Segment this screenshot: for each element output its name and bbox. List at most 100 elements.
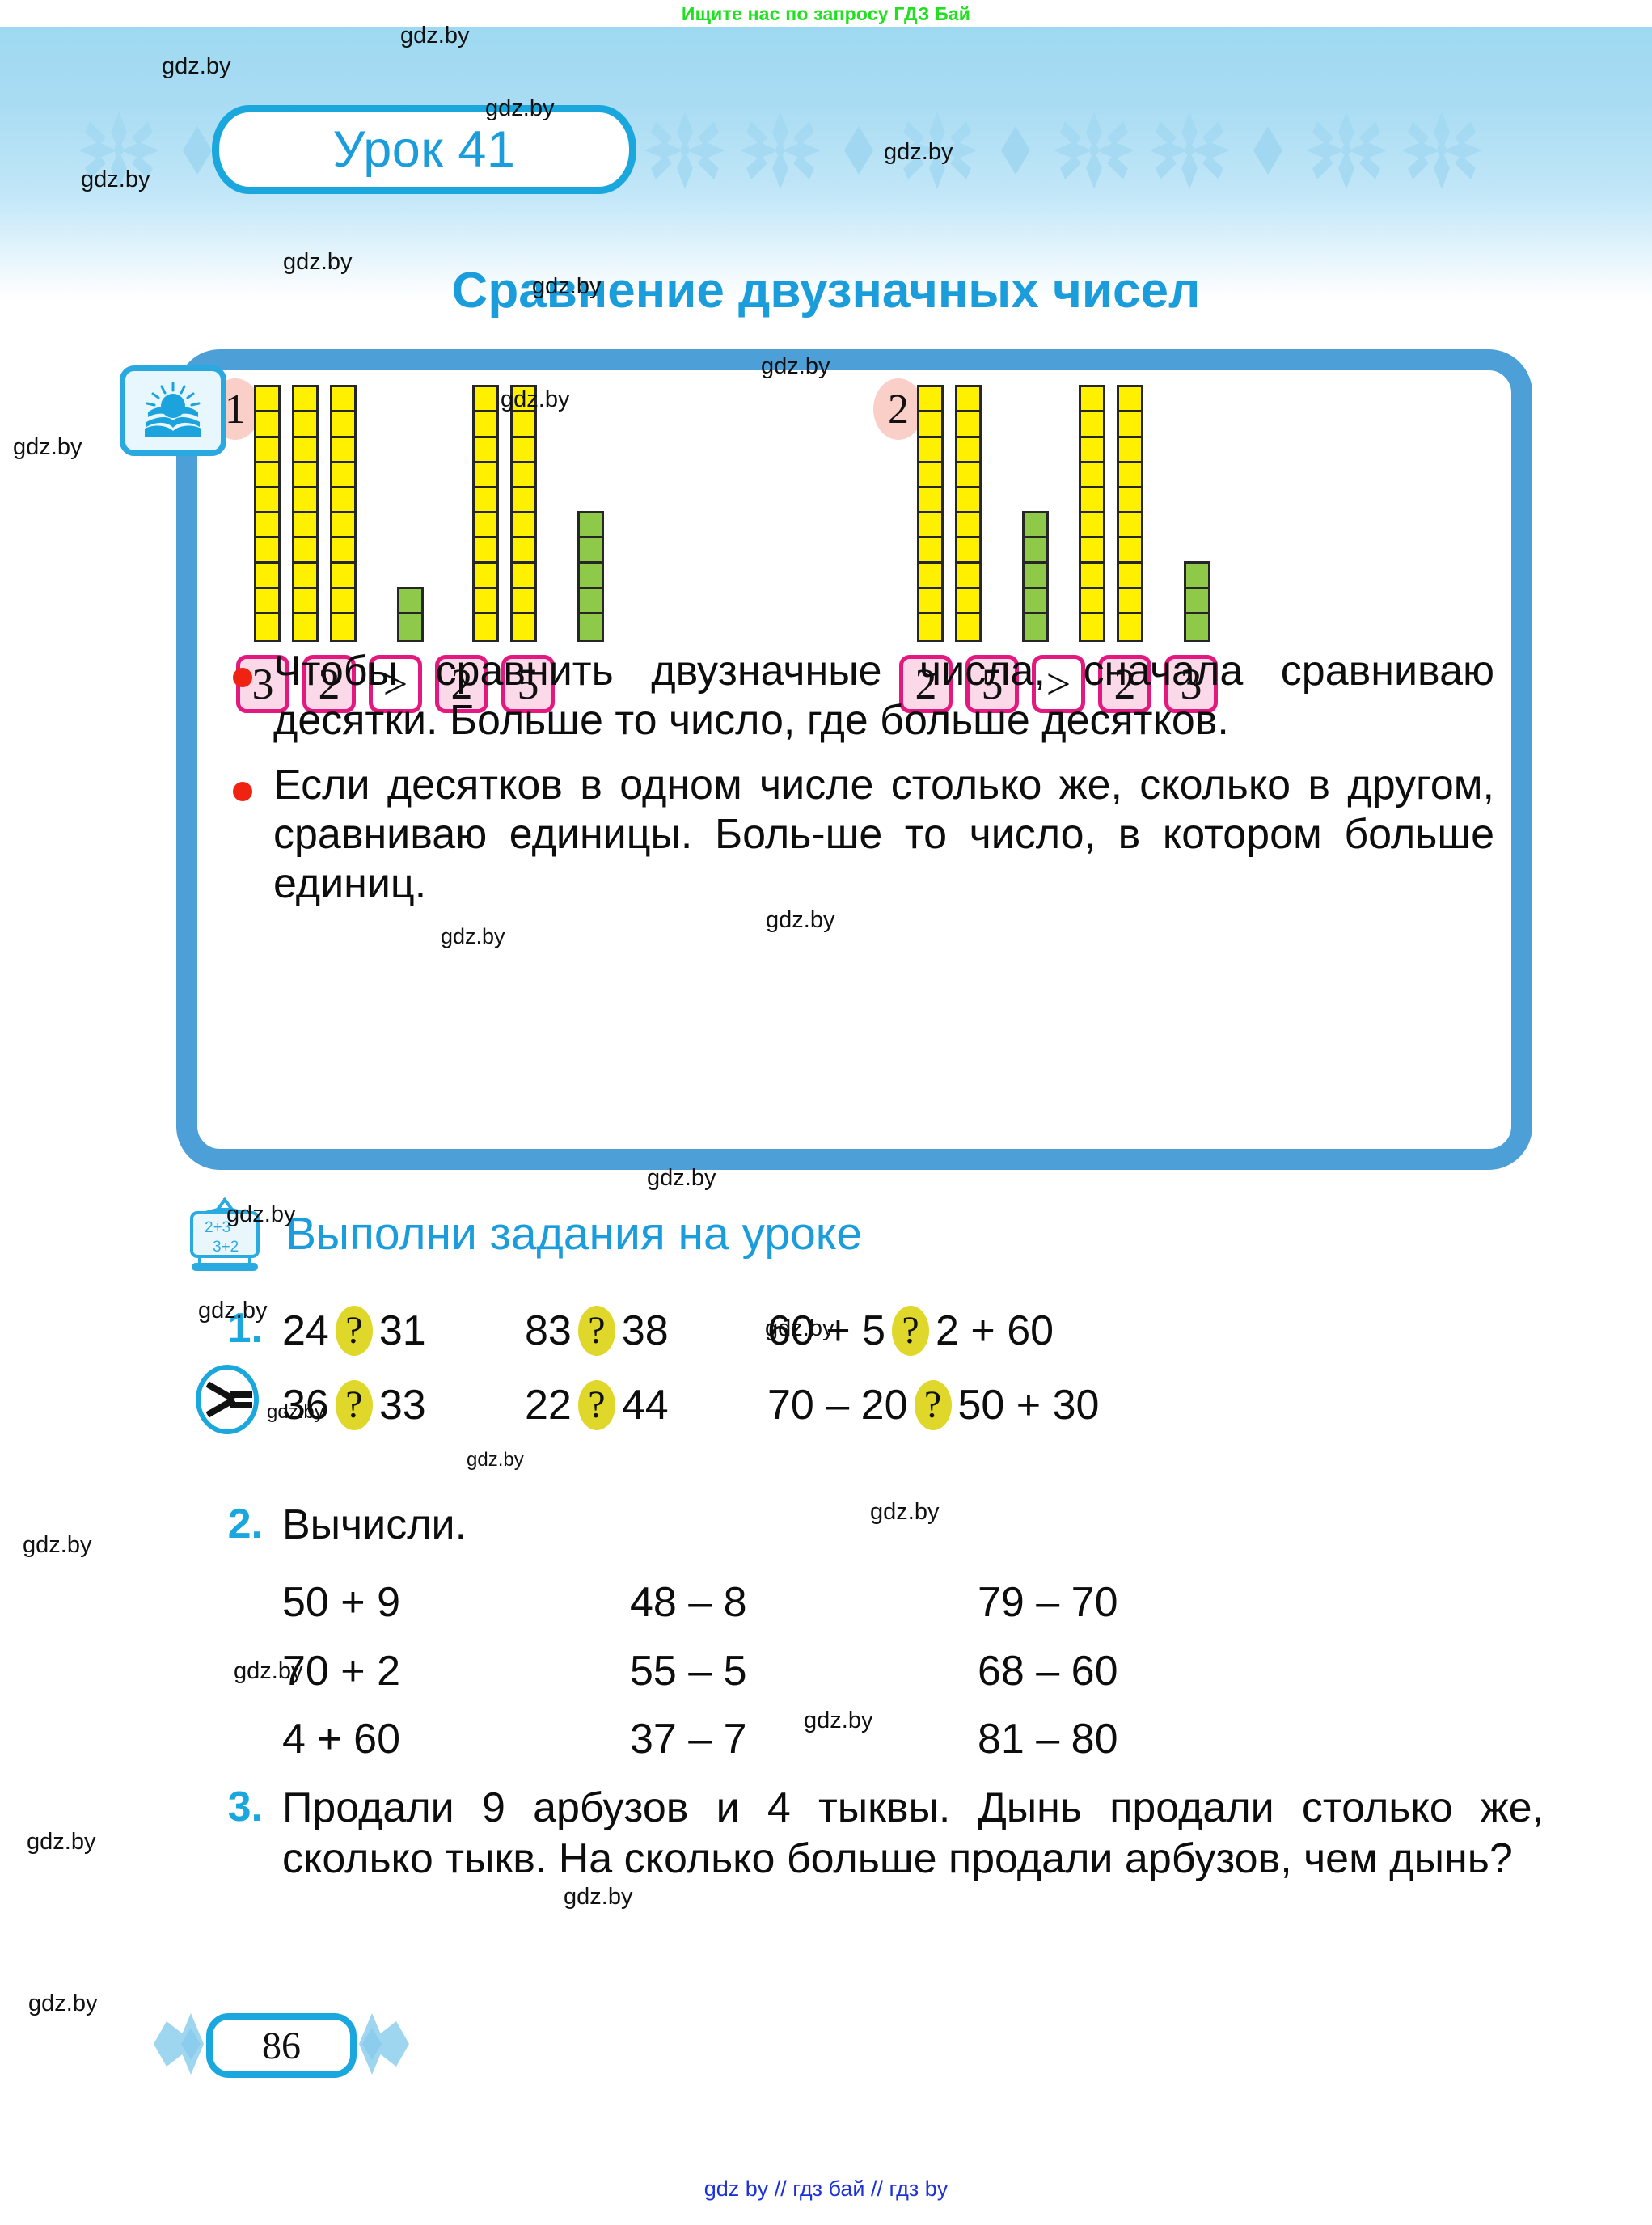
book-sunrise-icon: [120, 365, 226, 456]
blackboard-icon: 2+3 3+2: [182, 1197, 268, 1271]
compare-left-expression: 60 + 5: [767, 1307, 886, 1354]
question-mark-badge[interactable]: ?: [892, 1306, 930, 1356]
block-cell: [1081, 564, 1103, 589]
block-cell: [475, 412, 496, 438]
block-cell: [1186, 614, 1208, 640]
comparison-sign-tile: >: [369, 655, 422, 713]
block-cell: [256, 538, 278, 564]
block-cell: [475, 564, 496, 589]
block-cell: [919, 589, 941, 614]
compare-right-expression: 33: [378, 1381, 426, 1429]
block-cell: [332, 387, 354, 413]
block-cell: [1119, 564, 1141, 589]
block-cell: [256, 614, 278, 640]
block-cell: [957, 564, 979, 589]
ornament-motif-icon: [77, 110, 161, 195]
ornament-motif-icon: [1400, 110, 1484, 195]
compare-left-expression: 24: [282, 1307, 329, 1354]
question-mark-badge[interactable]: ?: [335, 1306, 373, 1356]
block-cell: [513, 513, 534, 539]
page-title: Сравнение двузначных чисел: [0, 262, 1652, 319]
tens-rod: [330, 385, 357, 642]
rule-bullets: Чтобы сравнить двузначные числа, сначала…: [233, 647, 1494, 924]
block-cell: [580, 564, 602, 589]
task-1-number: 1.: [227, 1305, 263, 1352]
compare-row: 36 ? 33 22 ? 44 70 – 20 ? 50 + 30: [282, 1378, 1156, 1453]
block-cell: [513, 538, 534, 564]
block-cell: [919, 564, 941, 589]
block-cell: [1025, 614, 1046, 640]
block-cell: [957, 538, 979, 564]
question-mark-badge[interactable]: ?: [577, 1306, 615, 1356]
block-cell: [513, 614, 534, 640]
block-cell: [475, 589, 496, 614]
block-cell: [294, 589, 316, 614]
ones-rod: [1022, 511, 1049, 642]
block-cell: [1081, 488, 1103, 514]
right-operand-blocks: [472, 375, 604, 642]
block-cell: [332, 488, 354, 514]
task-3: 3. Продали 9 арбузов и 4 тыквы. Дынь про…: [206, 1783, 1544, 1885]
digit-tile: 2: [899, 655, 953, 713]
task-2-number: 2.: [227, 1501, 263, 1547]
svg-text:2+3: 2+3: [205, 1219, 230, 1236]
block-cell: [1081, 438, 1103, 463]
block-cell: [919, 412, 941, 438]
ornament-motif-icon: [991, 110, 1041, 195]
ornament-motif-icon: [1147, 110, 1232, 195]
compare-left-expression: 83: [525, 1307, 572, 1354]
watermark: gdz.by: [23, 1532, 92, 1558]
block-cell: [919, 513, 941, 539]
block-cell: [475, 463, 496, 488]
block-cell: [332, 438, 354, 463]
block-cell: [294, 438, 316, 463]
block-cell: [1119, 463, 1141, 488]
tasks-section-header: 2+3 3+2 Выполни задания на уроке: [182, 1197, 862, 1271]
compare-row: 24 ? 31 83 ? 38 60 + 5 ? 2 + 60: [282, 1304, 1156, 1378]
watermark: gdz.by: [28, 1991, 98, 2016]
compare-left-expression: 36: [282, 1381, 329, 1429]
block-cell: [513, 589, 534, 614]
block-cell: [475, 387, 496, 413]
block-cell: [1119, 438, 1141, 463]
watermark: gdz.by: [27, 1829, 96, 1855]
watermark: gdz.by: [564, 1884, 633, 1910]
block-cell: [332, 538, 354, 564]
block-cell: [1119, 589, 1141, 614]
calc-expression: 81 – 80: [978, 1716, 1118, 1763]
block-cell: [1025, 564, 1046, 589]
block-cell: [513, 387, 534, 413]
rule-bullet-item: Если десятков в одном числе столько же, …: [233, 761, 1494, 910]
block-cell: [957, 387, 979, 413]
block-cell: [580, 589, 602, 614]
block-cell: [332, 412, 354, 438]
compare-right-expression: 44: [621, 1381, 669, 1429]
rule-bullet-item: Чтобы сравнить двузначные числа, сначала…: [233, 647, 1494, 746]
question-mark-badge[interactable]: ?: [914, 1380, 952, 1430]
bottom-links: gdz by // гдз бай // гдз by: [0, 2176, 1652, 2202]
block-cell: [256, 463, 278, 488]
block-cell: [475, 488, 496, 514]
block-cell: [1186, 564, 1208, 589]
watermark: gdz.by: [13, 434, 82, 460]
task-3-number: 3.: [227, 1784, 263, 1830]
block-cell: [919, 538, 941, 564]
compare-right-expression: 38: [621, 1307, 669, 1354]
block-cell: [1186, 589, 1208, 614]
right-operand-blocks: [1079, 375, 1210, 642]
question-mark-badge[interactable]: ?: [577, 1380, 615, 1430]
question-mark-badge[interactable]: ?: [335, 1380, 373, 1430]
block-cell: [294, 387, 316, 413]
block-cell: [332, 564, 354, 589]
ornament-motif-icon: [172, 110, 222, 195]
compare-left-expression: 70 – 20: [767, 1381, 908, 1429]
block-cell: [294, 488, 316, 514]
block-cell: [1119, 387, 1141, 413]
ornament-motif-icon: [738, 110, 822, 195]
block-cell: [332, 614, 354, 640]
block-cell: [580, 538, 602, 564]
digit-tile: 2: [435, 655, 488, 713]
